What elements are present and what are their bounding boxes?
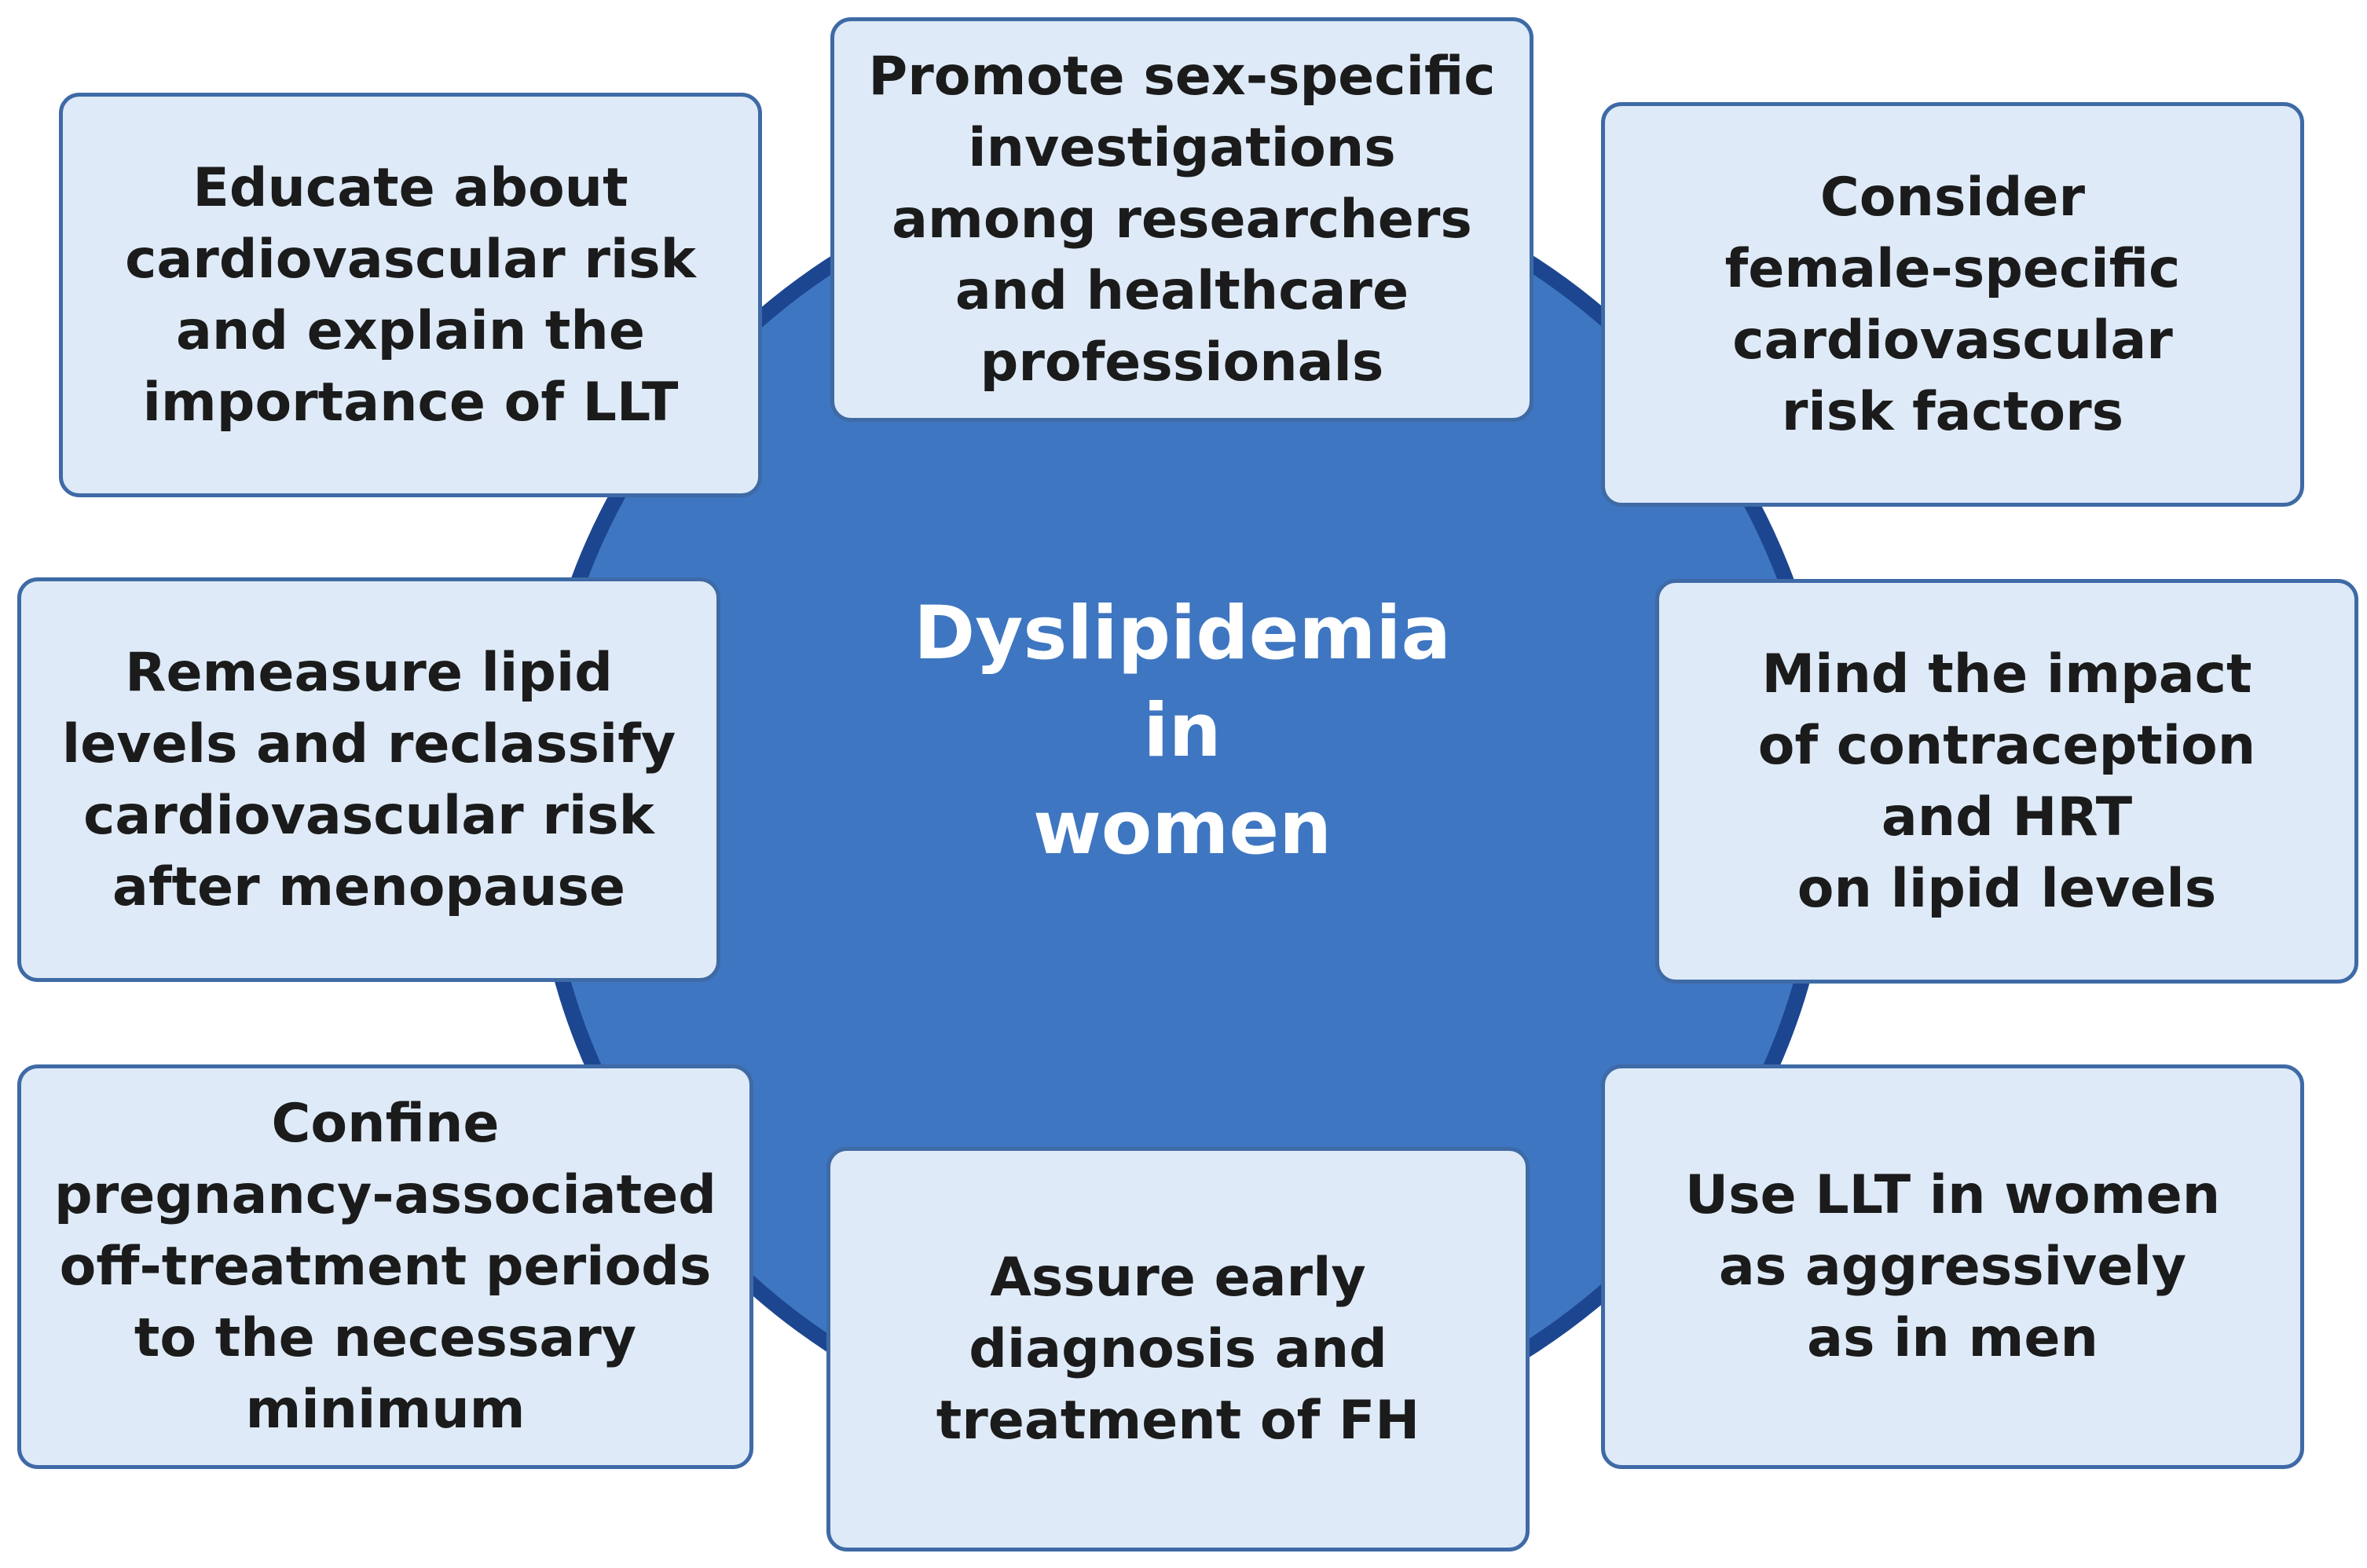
card-educate: Educate about cardiovascular risk and ex… (59, 93, 762, 497)
card-text-line: of contraception (1757, 714, 2256, 777)
card-text-line: cardiovascular risk (125, 228, 696, 291)
card-remeasure: Remeasure lipid levels and reclassify ca… (17, 577, 720, 982)
card-text-line: Assure early (990, 1247, 1366, 1309)
card-text-line: to the necessary (134, 1307, 637, 1369)
card-text-line: Confine (271, 1093, 500, 1155)
card-promote: Promote sex-specific investigations amon… (830, 17, 1533, 422)
card-text-line: risk factors (1781, 380, 2124, 443)
card-text-line: as in men (1807, 1307, 2098, 1369)
card-consider: Consider female-specific cardiovascular … (1601, 102, 2304, 507)
card-text-line: professionals (980, 332, 1384, 394)
center-title-line: Dyslipidemia (914, 591, 1451, 676)
card-assure: Assure early diagnosis and treatment of … (826, 1147, 1530, 1552)
card-text-line: Remeasure lipid (125, 641, 613, 704)
card-text-line: after menopause (112, 855, 625, 918)
card-text-line: off-treatment periods (59, 1236, 712, 1298)
center-title-line: in (1143, 688, 1222, 774)
card-text-line: and explain the (176, 299, 645, 362)
card-text-line: pregnancy-associated (54, 1164, 716, 1226)
card-text-line: importance of LLT (142, 371, 679, 434)
card-text-line: on lipid levels (1797, 857, 2217, 920)
card-text-line: Consider (1819, 166, 2086, 229)
card-text-line: female-specific (1724, 237, 2181, 300)
card-text-line: minimum (245, 1379, 526, 1441)
card-text-line: as aggressively (1718, 1236, 2187, 1298)
card-text-line: cardiovascular risk (83, 784, 654, 847)
card-text-line: treatment of FH (936, 1390, 1420, 1452)
card-text-line: diagnosis and (969, 1318, 1387, 1380)
card-use: Use LLT in women as aggressively as in m… (1601, 1064, 2304, 1469)
card-text-line: levels and reclassify (61, 713, 676, 775)
card-text-line: and HRT (1881, 786, 2133, 848)
card-text-line: Mind the impact (1761, 643, 2252, 705)
card-text-line: among researchers (892, 189, 1472, 251)
center-title: Dyslipidemia in women (868, 585, 1497, 877)
card-mind: Mind the impact of contraception and HRT… (1655, 579, 2358, 984)
card-text-line: cardiovascular (1732, 309, 2173, 372)
card-confine: Confine pregnancy-associated off-treatme… (17, 1064, 753, 1469)
center-title-line: women (1032, 786, 1332, 871)
card-text-line: Promote sex-specific (868, 46, 1496, 108)
card-text-line: investigations (968, 117, 1396, 179)
card-text-line: Use LLT in women (1684, 1164, 2221, 1226)
card-text-line: and healthcare (954, 260, 1409, 322)
card-text-line: Educate about (192, 156, 628, 219)
